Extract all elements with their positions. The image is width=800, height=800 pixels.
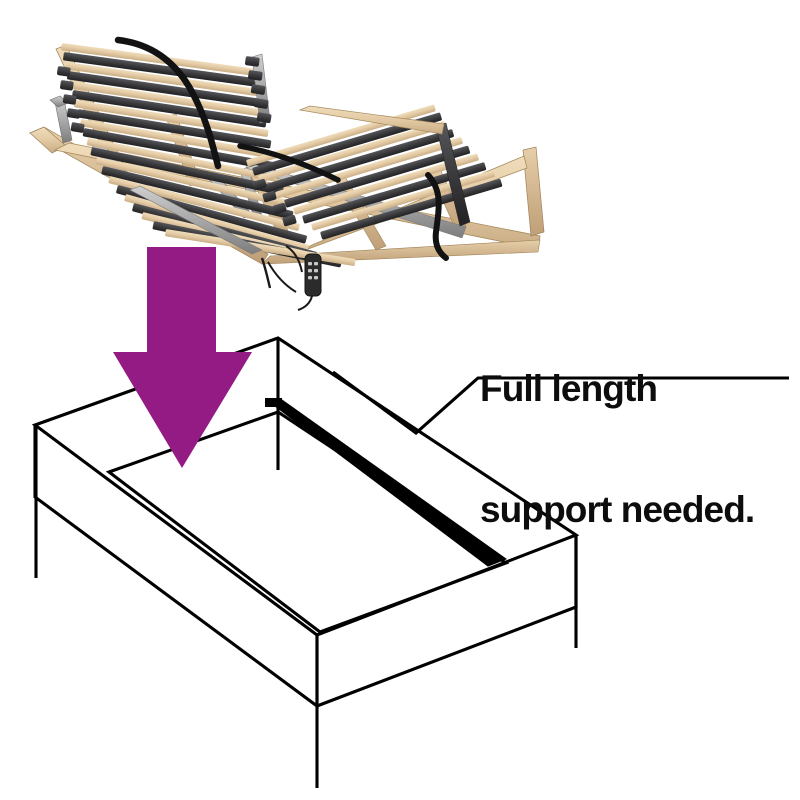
- bed-base-head-section: [55, 43, 308, 244]
- bed-base-hanging-strap: [425, 172, 449, 261]
- bed-base-foot-section: [244, 104, 503, 240]
- callout-text-block: Full length support needed.: [480, 288, 790, 611]
- slatted-bed-base-photo: [29, 36, 545, 311]
- downward-arrow: [113, 247, 252, 468]
- callout-line-1: Full length: [480, 367, 658, 409]
- center-support-beam: [265, 398, 508, 567]
- frame-top-inner-rim: [105, 410, 510, 634]
- callout-line-2: support needed.: [480, 488, 755, 530]
- callout-leader-line: [332, 370, 789, 435]
- remote-control-handset: [260, 245, 322, 311]
- bed-base-strap-secondary: [237, 143, 341, 183]
- frame-front-left-face: [33, 425, 319, 710]
- bed-base-adjustment-straps: [114, 36, 222, 170]
